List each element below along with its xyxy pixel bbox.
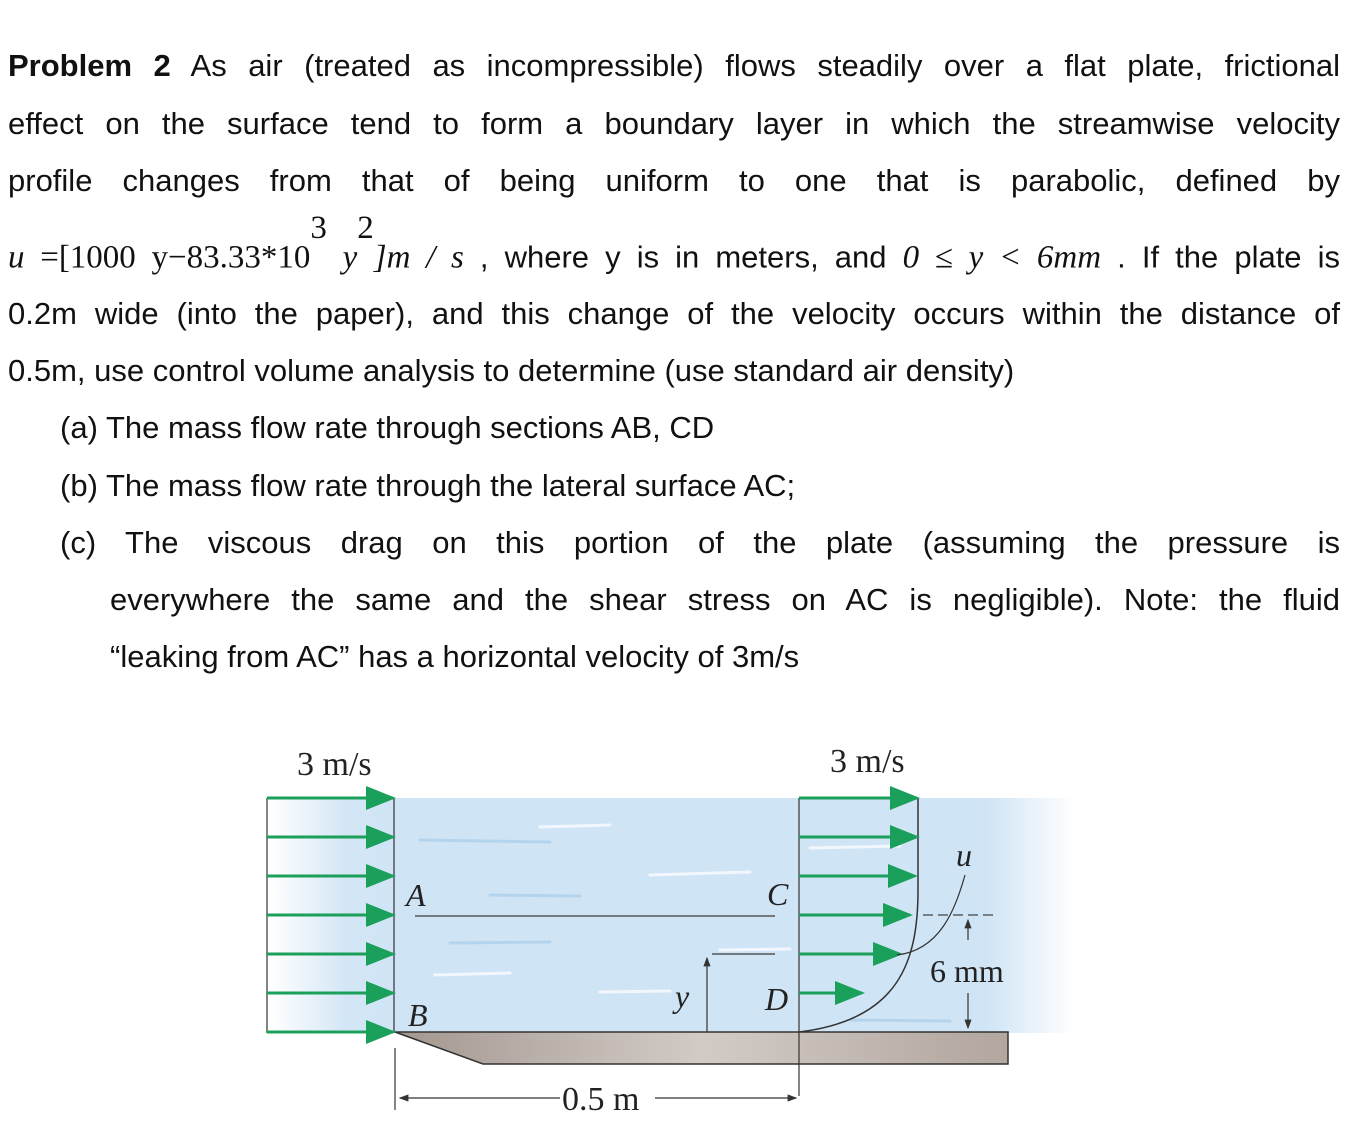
eq-body: =[1000 y−83.33*10	[24, 239, 311, 276]
outlet-velocity-label: 3 m/s	[830, 743, 905, 780]
point-c-label: C	[767, 876, 789, 912]
part-c-id: (c)	[60, 525, 97, 560]
part-a-id: (a)	[60, 410, 98, 445]
problem-label: Problem 2	[8, 48, 171, 83]
part-a-text: The mass flow rate through sections AB, …	[105, 410, 715, 445]
eq-lhs: u	[8, 239, 25, 276]
part-b-text: The mass flow rate through the lateral s…	[105, 468, 796, 503]
inlet-velocity-arrows	[267, 786, 396, 1044]
problem-line-2: effect on the surface tend to form a bou…	[8, 106, 1340, 141]
problem-line-3: profile changes from that of being unifo…	[8, 163, 1340, 198]
point-b-label: B	[408, 997, 428, 1033]
y-label: y	[672, 978, 690, 1014]
part-c-text: The viscous drag on this portion of the …	[125, 525, 1340, 560]
outlet-velocity-arrows	[799, 786, 920, 1005]
point-d-label: D	[764, 981, 788, 1017]
part-c-cont-2: “leaking from AC” has a horizontal veloc…	[110, 639, 800, 674]
part-b: (b) The mass flow rate through the later…	[60, 466, 795, 506]
outlet-flow-fade	[985, 798, 1075, 1033]
eq-exp1: 3	[310, 210, 327, 246]
thickness-label: 6 mm	[930, 953, 1004, 989]
eq-units: ]m / s	[373, 239, 464, 276]
part-a: (a) The mass flow rate through sections …	[60, 408, 714, 448]
part-c-cont-1: everywhere the same and the shear stress…	[110, 582, 1340, 617]
problem-line-5: 0.2m wide (into the paper), and this cha…	[8, 296, 1340, 331]
flat-plate	[394, 1031, 1009, 1065]
problem-text: As air (treated as incompressible) flows…	[170, 48, 1341, 83]
length-label: 0.5 m	[562, 1081, 639, 1118]
problem-line-6: 0.5m, use control volume analysis to det…	[8, 353, 1015, 388]
point-a-label: A	[404, 877, 426, 913]
eq-range: 0 ≤ y < 6mm	[902, 239, 1102, 276]
eq-text2: . If the plate is	[1101, 239, 1341, 275]
boundary-layer-figure: 3 m/s 3 m/s A B C D y u 6 mm 0.5 m	[250, 730, 1100, 1130]
part-c: (c) The viscous drag on this portion of …	[60, 523, 1340, 563]
problem-line-1: Problem 2 As air (treated as incompressi…	[8, 46, 1340, 86]
eq-exp2: 2	[357, 210, 374, 246]
u-label: u	[956, 837, 972, 873]
part-b-id: (b)	[60, 468, 98, 503]
inlet-velocity-label: 3 m/s	[297, 746, 372, 783]
eq-y: y	[326, 239, 358, 276]
velocity-profile-curve	[798, 798, 919, 1033]
eq-text1: , where y is in meters, and	[463, 239, 903, 275]
velocity-equation-line: u =[1000 y−83.33*103 y2]m / s , where y …	[8, 212, 1341, 278]
